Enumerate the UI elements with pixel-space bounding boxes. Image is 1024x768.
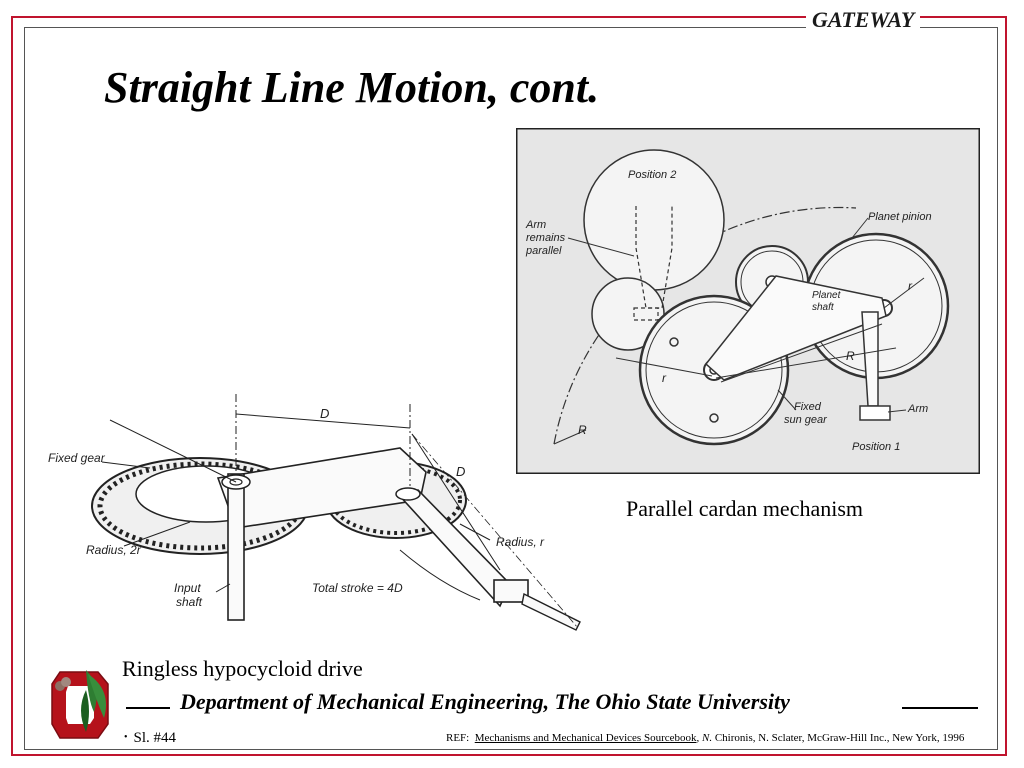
slide-title: Straight Line Motion, cont. [104, 63, 600, 112]
reference-prefix: REF: [446, 732, 470, 744]
hypo-label-total-stroke: Total stroke = 4D [312, 581, 403, 595]
cardan-label-r-left: r [662, 371, 667, 385]
ohio-state-logo [51, 670, 109, 739]
cardan-label-arm: Arm [907, 403, 928, 415]
hypocycloid-drive-figure: Fixed gear Radius, 2r Input shaft Total … [48, 394, 581, 631]
reference-book-title: Mechanisms and Mechanical Devices Source… [474, 732, 697, 744]
department-rule-right [902, 707, 978, 709]
cardan-label-planet-shaft-1: Planet [812, 290, 842, 301]
cardan-label-arm-3: parallel [525, 245, 562, 257]
cardan-label-planet-shaft-2: shaft [812, 302, 835, 313]
cardan-label-arm-2: remains [526, 232, 566, 244]
cardan-label-position2: Position 2 [628, 169, 676, 181]
hypo-label-radius-2r: Radius, 2r [86, 543, 142, 557]
cardan-label-arm-1: Arm [525, 219, 546, 231]
cardan-mechanism-figure: Position 2 Arm remains parallel Planet p… [516, 128, 980, 474]
reference-line: REF: Mechanisms and Mechanical Devices S… [446, 732, 964, 744]
hypo-label-radius-r: Radius, r [496, 535, 545, 549]
department-name: Department of Mechanical Engineering, Th… [180, 689, 790, 714]
department-bar: Department of Mechanical Engineering, Th… [126, 689, 978, 719]
reference-author-initial: N. [702, 732, 713, 744]
slide-number: •Sl. #44 [124, 730, 177, 746]
cardan-label-R-mid: R [846, 349, 855, 363]
cardan-label-position1: Position 1 [852, 441, 900, 453]
hypo-label-input-1: Input [174, 581, 201, 595]
cardan-label-fixed-2: sun gear [784, 414, 828, 426]
hypo-label-fixed-gear: Fixed gear [48, 451, 106, 465]
hypo-label-D-top: D [320, 406, 329, 421]
slide-number-text: Sl. #44 [133, 730, 177, 746]
cardan-label-planet-pinion: Planet pinion [868, 211, 932, 223]
department-rule-left [126, 707, 170, 709]
cardan-label-fixed-1: Fixed [794, 401, 822, 413]
cardan-label-r-upper: r [908, 279, 913, 293]
hypo-label-input-2: shaft [176, 595, 203, 609]
cardan-label-R-low: R [578, 423, 587, 437]
reference-separator: , [696, 732, 700, 744]
reference-details: Chironis, N. Sclater, McGraw-Hill Inc., … [714, 732, 965, 744]
slide-outer-frame [11, 16, 1007, 756]
hypocycloid-caption: Ringless hypocycloid drive [122, 656, 363, 681]
cardan-caption: Parallel cardan mechanism [626, 496, 864, 521]
gateway-badge: GATEWAY [806, 6, 921, 34]
hypo-label-D-right: D [456, 464, 465, 479]
slide-inner-frame [24, 27, 998, 750]
